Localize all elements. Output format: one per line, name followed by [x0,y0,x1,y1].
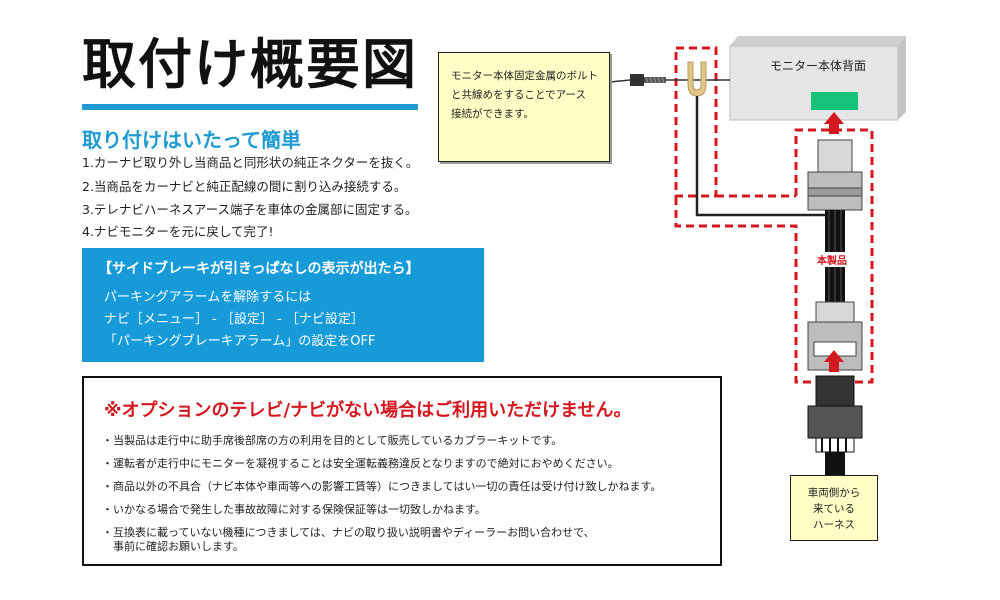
side-brake-info-box: 【サイドブレーキが引きっぱなしの表示が出たら】 パーキングアラームを解除するには… [82,248,484,362]
harness-line: ハーネス [813,519,855,531]
side-brake-heading: 【サイドブレーキが引きっぱなしの表示が出たら】 [98,261,420,277]
title-underline [82,104,418,110]
note-line: モニター本体固定金属のボルト [451,70,598,82]
step-item: 1.カーナビ取り外し当商品と同形状の純正ネクターを抜く。 [82,155,419,170]
warning-item: ・当製品は走行中に助手席後部席の方の利用を目的として販売しているカプラーキットで… [102,434,563,447]
arrow-up-icon [824,350,844,372]
note-line: と共線めをすることでアース [451,89,587,101]
page-subtitle: 取り付けはいたって簡単 [82,128,301,152]
ground-note-callout: モニター本体固定金属のボルト と共線めをすることでアース 接続ができます。 [438,52,610,162]
page-title: 取付け概要図 [82,33,418,96]
warning-item: ・いかなる場合で発生した事故故障に対する保険保証等は一切致しかねます。 [102,503,486,516]
side-brake-line: 「パーキングブレーキアラーム」の設定をOFF [104,334,376,349]
product-label: 本製品 [816,252,848,267]
monitor-top-face [730,36,906,46]
warning-item: ・運転者が走行中にモニターを凝視することは安全運転義務違反となりますので絶対にお… [102,457,619,470]
side-brake-line: パーキングアラームを解除するには [104,290,312,305]
arrow-up-icon [824,112,844,134]
warning-heading: ※オプションのテレビ/ナビがない場合はご利用いただけません。 [104,400,632,421]
warning-item: ・互換表に載っていない機種につきましては、ナビの取り扱い説明書やディーラーお問い… [102,526,595,539]
vehicle-connector-body [807,405,863,439]
warning-box: ※オプションのテレビ/ナビがない場合はご利用いただけません。 ・当製品は走行中に… [82,376,722,566]
step-item: 2.当商品をカーナビと純正配線の間に割り込み接続する。 [82,179,407,194]
harness-line: 車両側から [807,487,861,499]
bolt-icon [630,74,666,86]
monitor-side-face [898,36,906,120]
vehicle-cable [825,452,845,476]
step-item: 4.ナビモニターを元に戻して完了! [82,224,274,239]
vehicle-harness-callout: 車両側から 来ている ハーネス [790,475,878,541]
monitor-connector-port [811,92,858,110]
monitor-label: モニター本体背面 [770,59,867,73]
vehicle-plug [815,375,855,407]
ground-terminal-icon [687,61,707,97]
upper-connector-band [807,187,863,197]
note-pointer [609,79,631,83]
warning-item: ・商品以外の不具合（ナビ本体や車両等への影響工賃等）につきましてはい一切の責任は… [102,480,662,493]
harness-line: 来ている [813,503,855,515]
ground-wire [695,96,832,217]
upper-plug [817,139,853,173]
warning-item: 事前に確認お願いします。 [102,540,244,553]
side-brake-line: ナビ［メニュー］ - ［設定］ - ［ナビ設定］ [104,312,364,327]
lower-plug [815,301,855,323]
note-line: 接続ができます。 [451,108,534,120]
step-item: 3.テレナビハーネスアース端子を車体の金属部に固定する。 [82,202,418,217]
